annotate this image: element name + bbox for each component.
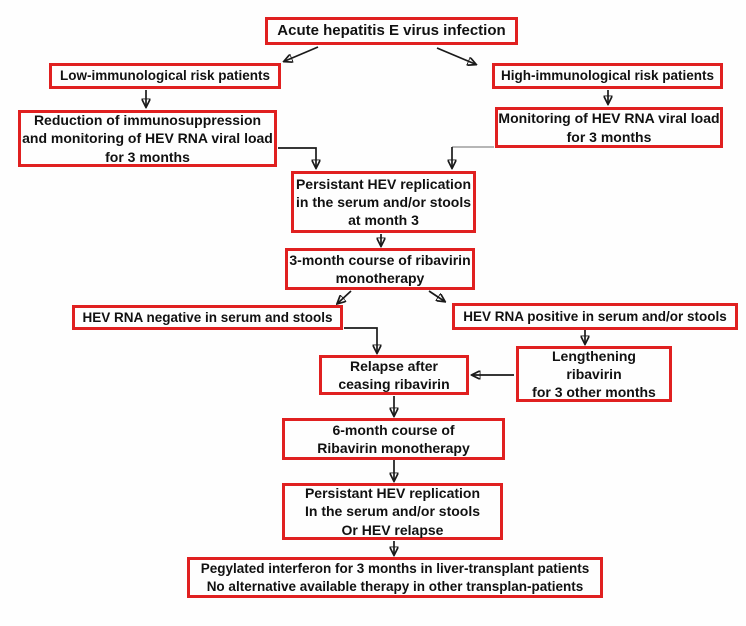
node-text-line: ceasing ribavirin	[338, 376, 450, 392]
node-text-line: Persistant HEV replication	[304, 485, 481, 502]
node-pegylated-interferon: Pegylated interferon for 3 months in liv…	[187, 557, 603, 598]
node-text-line: Acute hepatitis E virus infection	[277, 22, 506, 40]
node-reduction-immunosuppression: Reduction of immunosuppression and monit…	[18, 110, 277, 167]
node-text-line: In the serum and/or stools	[304, 503, 481, 520]
node-low-immunological-risk: Low-immunological risk patients	[49, 63, 281, 89]
arrow-acute-to-high	[436, 47, 475, 64]
node-text-line: No alternative available therapy in othe…	[206, 578, 584, 594]
node-text-line: for 3 months	[566, 128, 652, 145]
node-6-month-ribavirin: 6-month course of Ribavirin monotherapy	[282, 418, 505, 460]
node-text-line: HEV RNA positive in serum and/or stools	[463, 308, 727, 324]
node-acute-hev-infection: Acute hepatitis E virus infection	[265, 17, 518, 45]
node-text-line: Relapse after	[350, 357, 438, 374]
arrow-acute-to-low	[285, 46, 319, 61]
arrow-course3m-to-positive	[428, 290, 444, 301]
node-hev-rna-negative: HEV RNA negative in serum and stools	[72, 305, 343, 330]
node-text-line: Low-immunological risk patients	[59, 68, 271, 84]
node-text-line: Lengthening	[552, 347, 636, 364]
node-text-line: for 3 other months	[532, 384, 656, 401]
arrow-course3m-to-negative	[338, 290, 352, 303]
node-text-line: Ribavirin monotherapy	[317, 440, 470, 456]
node-text-line: Persistant HEV replication	[295, 175, 472, 192]
node-relapse-after-ceasing: Relapse after ceasing ribavirin	[319, 355, 469, 395]
node-text-line: monotherapy	[335, 270, 425, 286]
node-text-line: High-immunological risk patients	[500, 68, 715, 84]
node-high-immunological-risk: High-immunological risk patients	[492, 63, 723, 89]
node-text-line: and monitoring of HEV RNA viral load	[22, 130, 273, 147]
node-text-line: Or HEV relapse	[341, 521, 444, 538]
node-lengthening-ribavirin: Lengthening ribavirin for 3 other months	[516, 346, 672, 402]
node-persistent-replication-relapse: Persistant HEV replication In the serum …	[282, 483, 503, 540]
node-text-line: 3-month course of ribavirin	[289, 251, 471, 268]
node-text-line: for 3 months	[105, 148, 190, 165]
node-text-line: 6-month course of	[332, 421, 455, 438]
node-text-line: at month 3	[348, 212, 419, 229]
node-text-line: HEV RNA negative in serum and stools	[82, 309, 333, 325]
node-text-line: Pegylated interferon for 3 months in liv…	[200, 560, 590, 576]
node-text-line: Monitoring of HEV RNA viral load	[498, 110, 720, 127]
node-text-line: Reduction of immunosuppression	[33, 112, 262, 129]
node-text-line: in the serum and/or stools	[295, 193, 472, 210]
arrow-reduction-to-persistent	[278, 147, 316, 167]
node-hev-rna-positive: HEV RNA positive in serum and/or stools	[452, 303, 738, 330]
node-text-line: ribavirin	[566, 365, 622, 382]
arrow-negative-to-relapse	[344, 327, 377, 352]
node-3-month-ribavirin: 3-month course of ribavirin monotherapy	[285, 248, 475, 290]
node-persistent-replication-month3: Persistant HEV replication in the serum …	[291, 171, 476, 233]
node-monitoring-viral-load: Monitoring of HEV RNA viral load for 3 m…	[495, 107, 723, 148]
